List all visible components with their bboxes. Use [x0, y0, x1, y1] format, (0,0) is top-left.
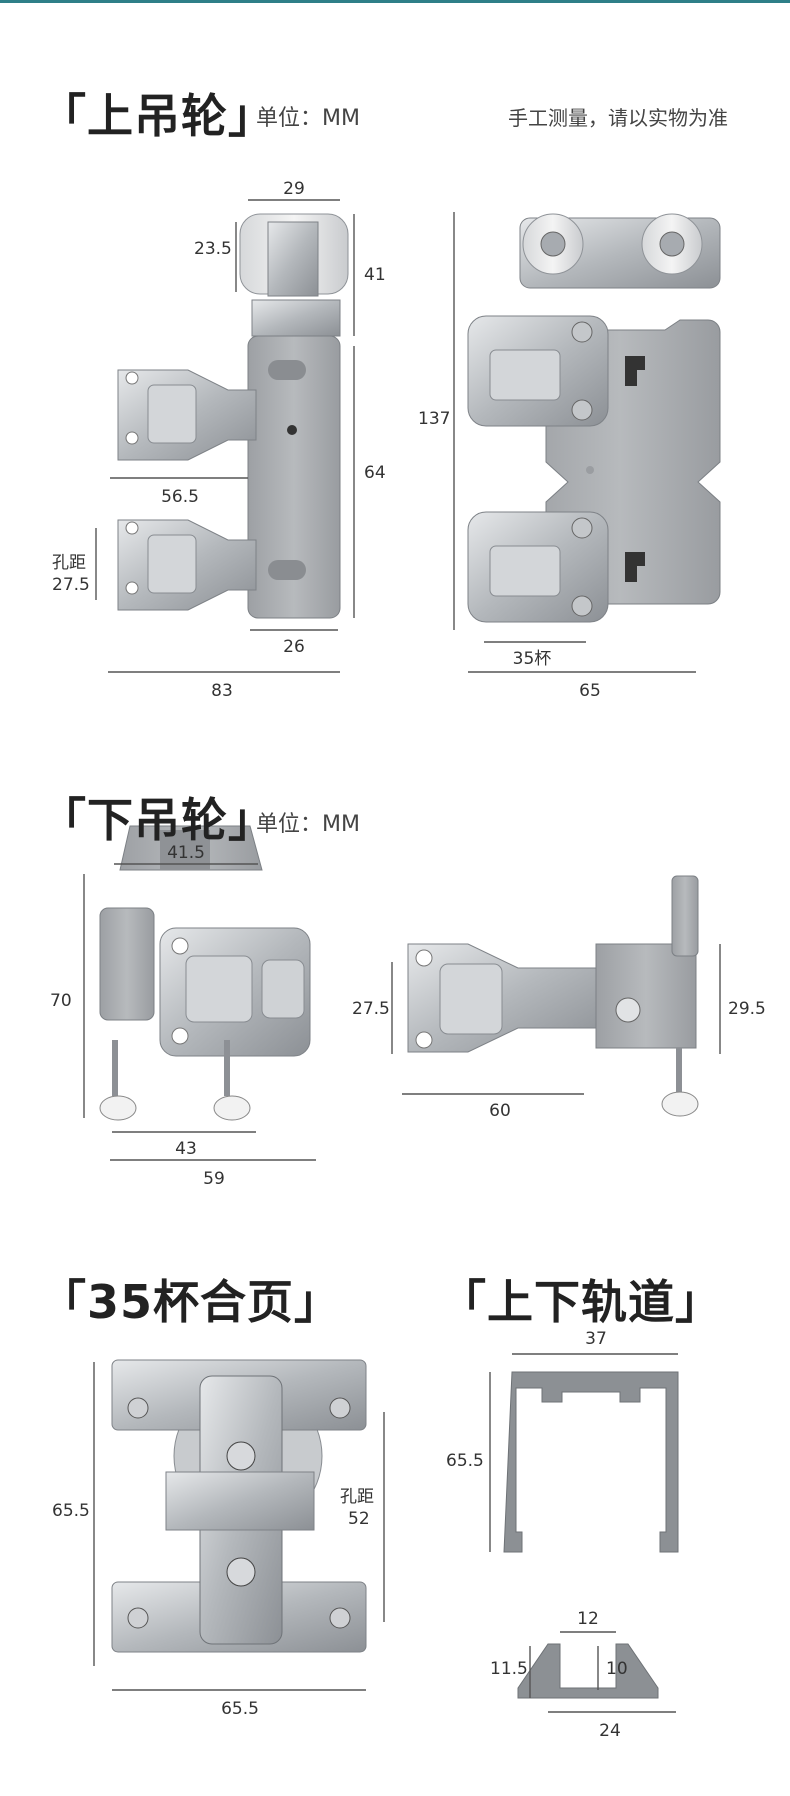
- dim-total-width: 83: [211, 681, 233, 701]
- hinge-dimensions: [93, 1362, 385, 1691]
- dim-arm-length: 56.5: [161, 487, 199, 507]
- dim-width-top: 29: [283, 179, 305, 199]
- dim-track-upper-height: 65.5: [446, 1451, 484, 1471]
- upper-wheel-front-dimensions: [453, 212, 696, 673]
- dim-track-upper-width: 37: [585, 1329, 607, 1349]
- unit-label-lower-wheel: 单位：MM: [256, 812, 360, 837]
- unit-label-upper-wheel: 单位：MM: [256, 106, 360, 131]
- upper-wheel-side-dimensions: [95, 199, 355, 673]
- dim-front-width: 65: [579, 681, 601, 701]
- dim-lower-height: 70: [50, 991, 72, 1011]
- dim-base-width: 26: [283, 637, 305, 657]
- dim-track-lower-height: 11.5: [490, 1659, 528, 1679]
- dim-hinge-width: 65.5: [221, 1699, 259, 1719]
- lower-wheel-side-dimensions: [391, 944, 721, 1095]
- dim-lower-inner-width: 43: [175, 1139, 197, 1159]
- upper-wheel-side-drawing: [117, 213, 349, 619]
- dim-lower-total-width: 59: [203, 1169, 225, 1189]
- lower-wheel-side-drawing: [407, 875, 699, 1117]
- dim-track-lower-inner-height: 10: [606, 1659, 628, 1679]
- dim-hole-label: 孔距: [52, 553, 86, 573]
- top-accent-line: [0, 0, 790, 3]
- measurement-note: 手工测量，请以实物为准: [508, 106, 728, 130]
- dim-body-height: 64: [364, 463, 386, 483]
- lower-wheel-front-drawing: [99, 825, 311, 1121]
- section-title-upper-wheel: 「上吊轮」: [40, 89, 275, 143]
- dim-wheel-height: 23.5: [194, 239, 232, 259]
- dim-side-right-height: 29.5: [728, 999, 766, 1019]
- dim-hinge-height: 65.5: [52, 1501, 90, 1521]
- dim-front-height: 137: [418, 409, 451, 429]
- dim-track-lower-width: 24: [599, 1721, 621, 1741]
- track-dimensions: [489, 1353, 678, 1713]
- upper-wheel-front-drawing: [467, 213, 721, 623]
- track-drawing: [503, 1371, 679, 1699]
- dim-cup-size: 35杯: [512, 649, 552, 669]
- dim-side-length: 60: [489, 1101, 511, 1121]
- dim-hinge-hole-label: 孔距: [340, 1487, 374, 1507]
- lower-wheel-front-dimensions: [83, 863, 316, 1161]
- dim-lower-top-width: 41.5: [167, 843, 205, 863]
- dim-track-lower-inner-width: 12: [577, 1609, 599, 1629]
- section-title-lower-wheel: 「下吊轮」: [40, 793, 275, 847]
- hinge-drawing: [111, 1359, 367, 1653]
- dim-hinge-hole-value: 52: [348, 1509, 370, 1529]
- section-title-track: 「上下轨道」: [440, 1275, 722, 1329]
- dim-top-height: 41: [364, 265, 386, 285]
- dim-side-left-height: 27.5: [352, 999, 390, 1019]
- dim-hole-value: 27.5: [52, 575, 90, 595]
- section-title-hinge: 「35杯合页」: [40, 1275, 342, 1329]
